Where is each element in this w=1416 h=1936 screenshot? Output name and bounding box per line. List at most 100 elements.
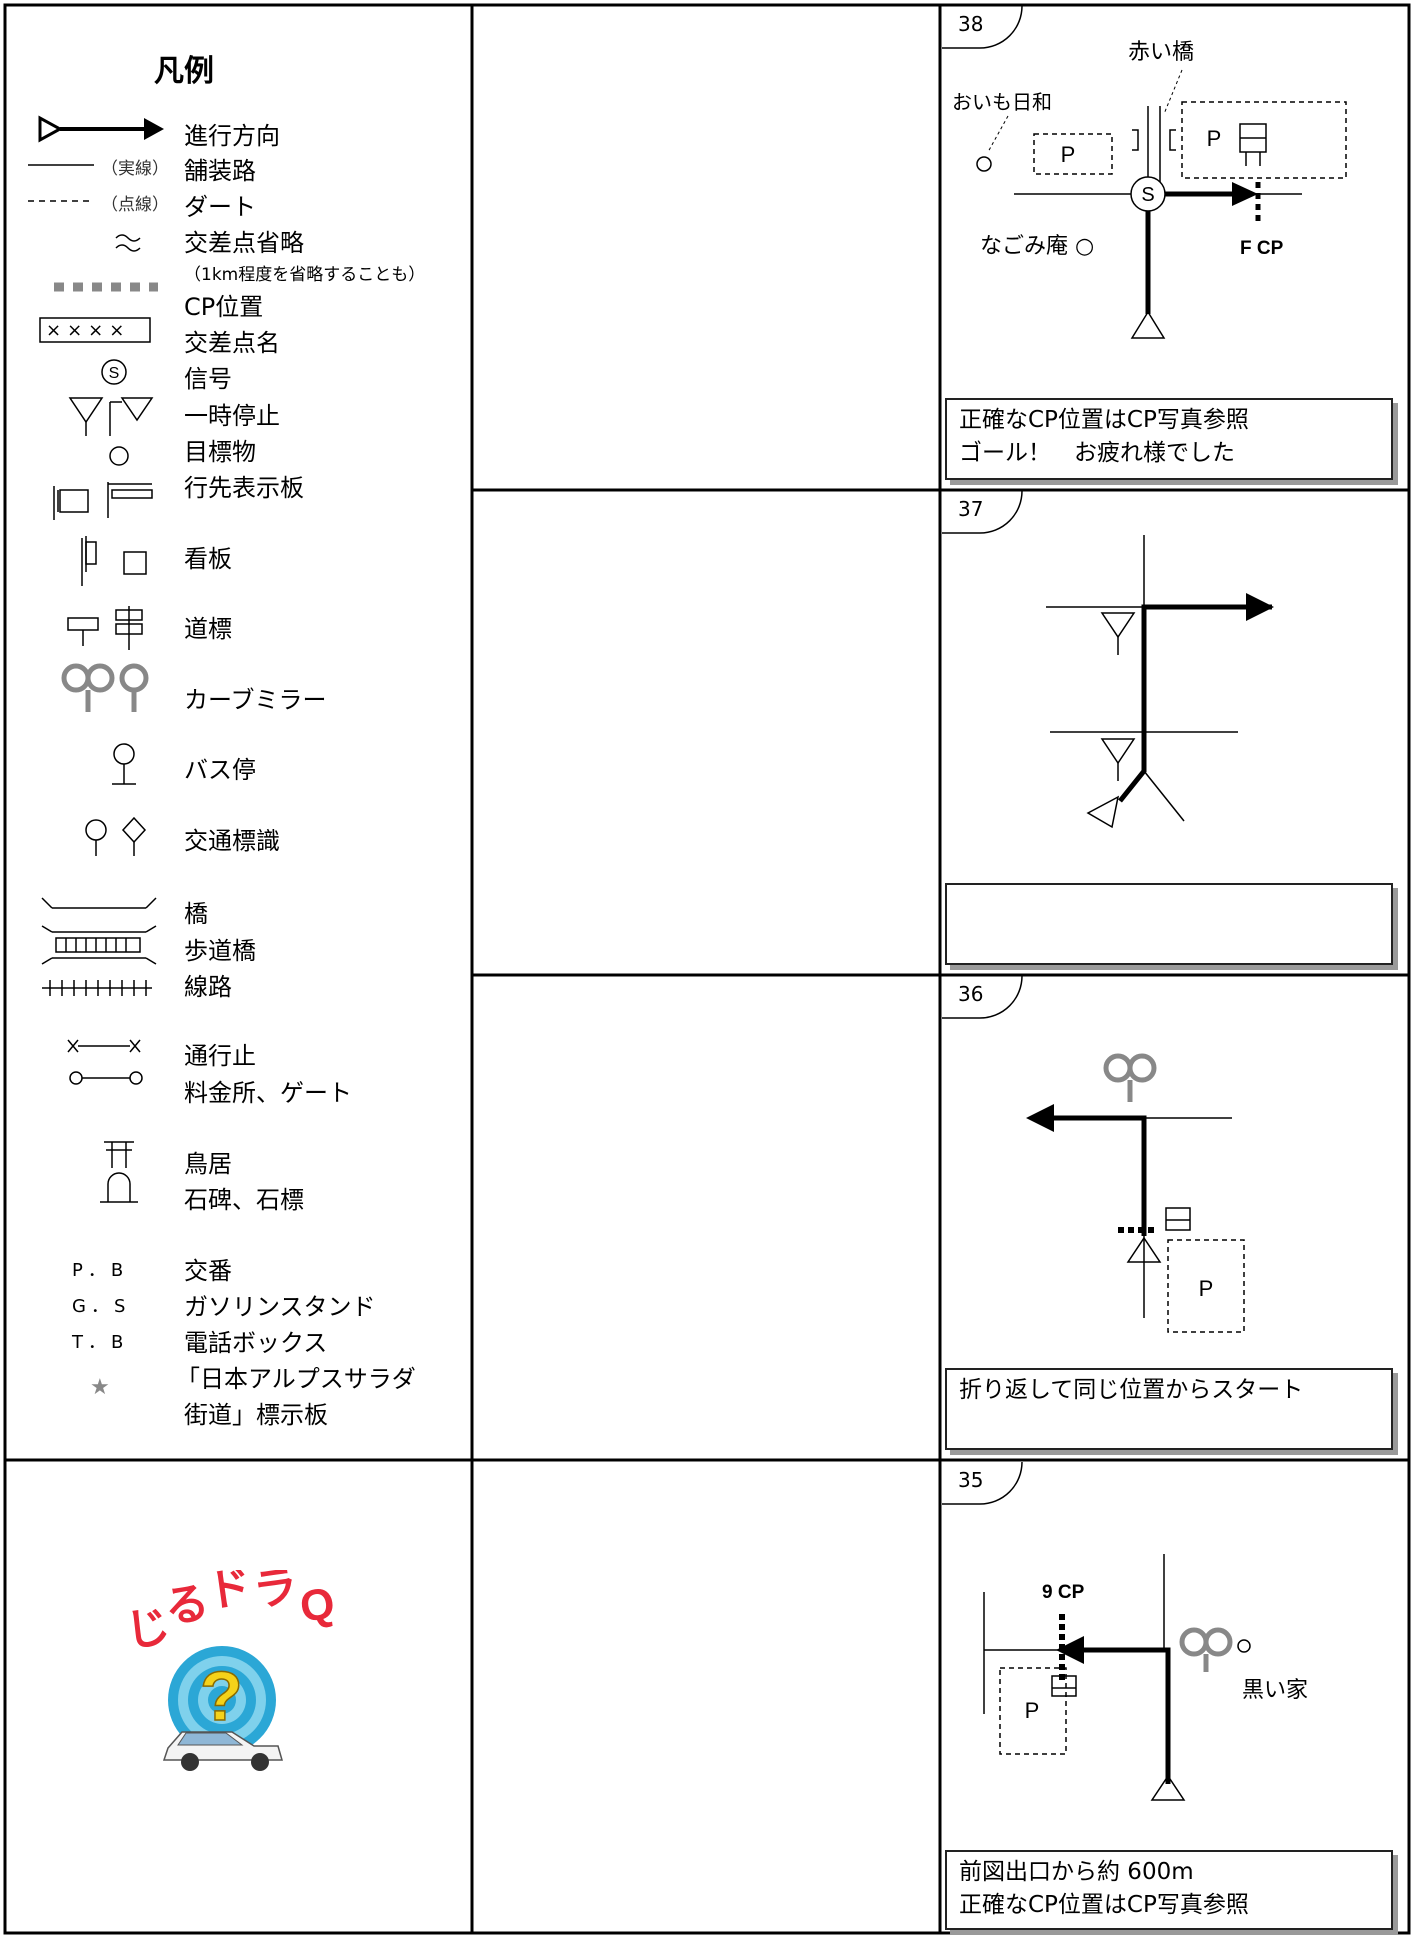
cell-35-number: 35 [958, 1468, 984, 1492]
stop-icon [1100, 612, 1136, 781]
start-stop-icon [1130, 310, 1166, 339]
label-cp-9: 9 CP [1042, 1582, 1085, 1603]
svg-text:る: る [162, 1578, 212, 1633]
landmark-icon [976, 156, 992, 172]
direction-arrow-head [1026, 1104, 1054, 1132]
mirror-icon [1179, 1627, 1233, 1672]
svg-text:Q: Q [297, 1579, 338, 1632]
svg-text:S: S [109, 365, 120, 382]
legend-phone-booth: 電話ボックス [184, 1329, 328, 1357]
logo-car-icon [162, 1731, 283, 1771]
no-entry-icon [67, 1039, 141, 1053]
cell-number-tab [942, 6, 1023, 49]
mirror-icon [61, 663, 149, 712]
road [1143, 770, 1185, 822]
label-kuroi-ie: 黒い家 [1242, 1678, 1309, 1703]
legend-bridge: 橋 [184, 900, 208, 928]
legend-panel: 凡例 S [6, 6, 472, 1458]
signal-icon: S [101, 359, 127, 385]
crossing-name-icon [39, 317, 151, 343]
toll-gate-icon [69, 1071, 143, 1085]
svg-text:S: S [1141, 184, 1154, 206]
mirror-icon [1103, 1053, 1157, 1102]
svg-text:P: P [1199, 1276, 1214, 1301]
legend-police-box-abbr: P．B [72, 1260, 129, 1281]
svg-text:じ: じ [123, 1602, 173, 1657]
logo-question-icon: ? [200, 1657, 243, 1735]
legend-bus-stop: バス停 [184, 756, 256, 784]
destination-board-icon [1239, 123, 1267, 166]
legend-no-entry: 通行止 [184, 1042, 256, 1070]
start-stop-icon [1086, 795, 1120, 829]
cell-number-tab [942, 1462, 1023, 1505]
label-oimo: おいも日和 [952, 90, 1052, 114]
cell-36-diagram: P [942, 976, 1245, 1333]
stop-icon [68, 397, 154, 436]
legend-symbols: S [28, 115, 164, 1399]
legend-footbridge: 歩道橋 [184, 937, 256, 965]
legend-dirt: ダート [184, 193, 256, 221]
start-stop-icon [1150, 1774, 1186, 1801]
road-marker-icon [67, 606, 143, 650]
cell-37-note [945, 883, 1393, 965]
route-line [1042, 1115, 1147, 1236]
legend-stone-monument: 石碑、石標 [184, 1186, 304, 1214]
legend-dirt-kind: （点線） [101, 195, 169, 215]
legend-destination-board: 行先表示板 [184, 474, 304, 502]
legend-toll-gate: 料金所、ゲート [184, 1079, 352, 1107]
route-line [1118, 604, 1272, 803]
svg-text:P: P [1025, 1698, 1040, 1723]
label-nagomi: なごみ庵 ○ [980, 234, 1095, 259]
legend-signboard: 看板 [184, 545, 232, 573]
legend-alps-board-2: 街道」標示板 [184, 1401, 328, 1429]
legend-torii: 鳥居 [184, 1150, 232, 1178]
label-cp-f: F CP [1240, 238, 1284, 259]
legend-direction: 進行方向 [184, 122, 280, 150]
svg-text:ド: ド [204, 1570, 254, 1617]
star-icon: ★ [90, 1374, 110, 1399]
legend-police-box: 交番 [184, 1257, 232, 1285]
signboard-icon [1051, 1675, 1077, 1697]
legend-crossing-symbol: ×××× [46, 320, 131, 341]
legend-skip-note: （1km程度を省略することも） [184, 265, 426, 285]
legend-gas-station-abbr: G．S [72, 1296, 131, 1317]
svg-text:P: P [1207, 126, 1222, 151]
red-bridge-icon [1132, 129, 1176, 151]
label-akai-hashi: 赤い橋 [1128, 40, 1195, 65]
cell-number-tab [942, 976, 1023, 1019]
pointer-line [1163, 69, 1183, 115]
direction-arrow-head [1246, 593, 1274, 621]
signboard-icon [1165, 1207, 1191, 1231]
skip-icon [115, 234, 141, 252]
stone-monument-icon [100, 1172, 138, 1203]
cell-36-note: 折り返して同じ位置からスタート [945, 1368, 1393, 1450]
legend-paved: 舗装路 [184, 157, 256, 185]
legend-alps-board-1: 「日本アルプスサラダ [176, 1365, 416, 1393]
cell-37-number: 37 [958, 497, 984, 521]
footbridge-icon [41, 925, 157, 965]
pointer-line [987, 115, 1009, 153]
parking-lot [1181, 101, 1347, 179]
legend-gas-station: ガソリンスタンド [184, 1293, 376, 1321]
direction-arrow-icon [38, 115, 164, 143]
legend-phone-booth-abbr: T．B [72, 1332, 129, 1353]
bus-stop-icon [112, 743, 136, 785]
bridge-icon [41, 897, 157, 909]
direction-arrow-head [1232, 182, 1258, 206]
logo-target-icon [168, 1646, 276, 1754]
destination-board-icon [53, 482, 153, 520]
legend-cp: CP位置 [184, 293, 264, 321]
cell-38-number: 38 [958, 12, 984, 36]
legend-traffic-sign: 交通標識 [184, 827, 280, 855]
note-line: 正確なCP位置はCP写真参照 [959, 1892, 1249, 1918]
legend-title: 凡例 [154, 54, 214, 89]
legend-road-marker: 道標 [184, 615, 232, 643]
cell-35-diagram: P [942, 1462, 1251, 1801]
traffic-sign-icon [85, 816, 147, 856]
note-line: 正確なCP位置はCP写真参照 [959, 407, 1249, 433]
legend-stop: 一時停止 [184, 402, 280, 430]
cell-number-tab [942, 491, 1023, 534]
legend-mirror: カーブミラー [184, 686, 327, 714]
note-line: 折り返して同じ位置からスタート [959, 1377, 1304, 1403]
